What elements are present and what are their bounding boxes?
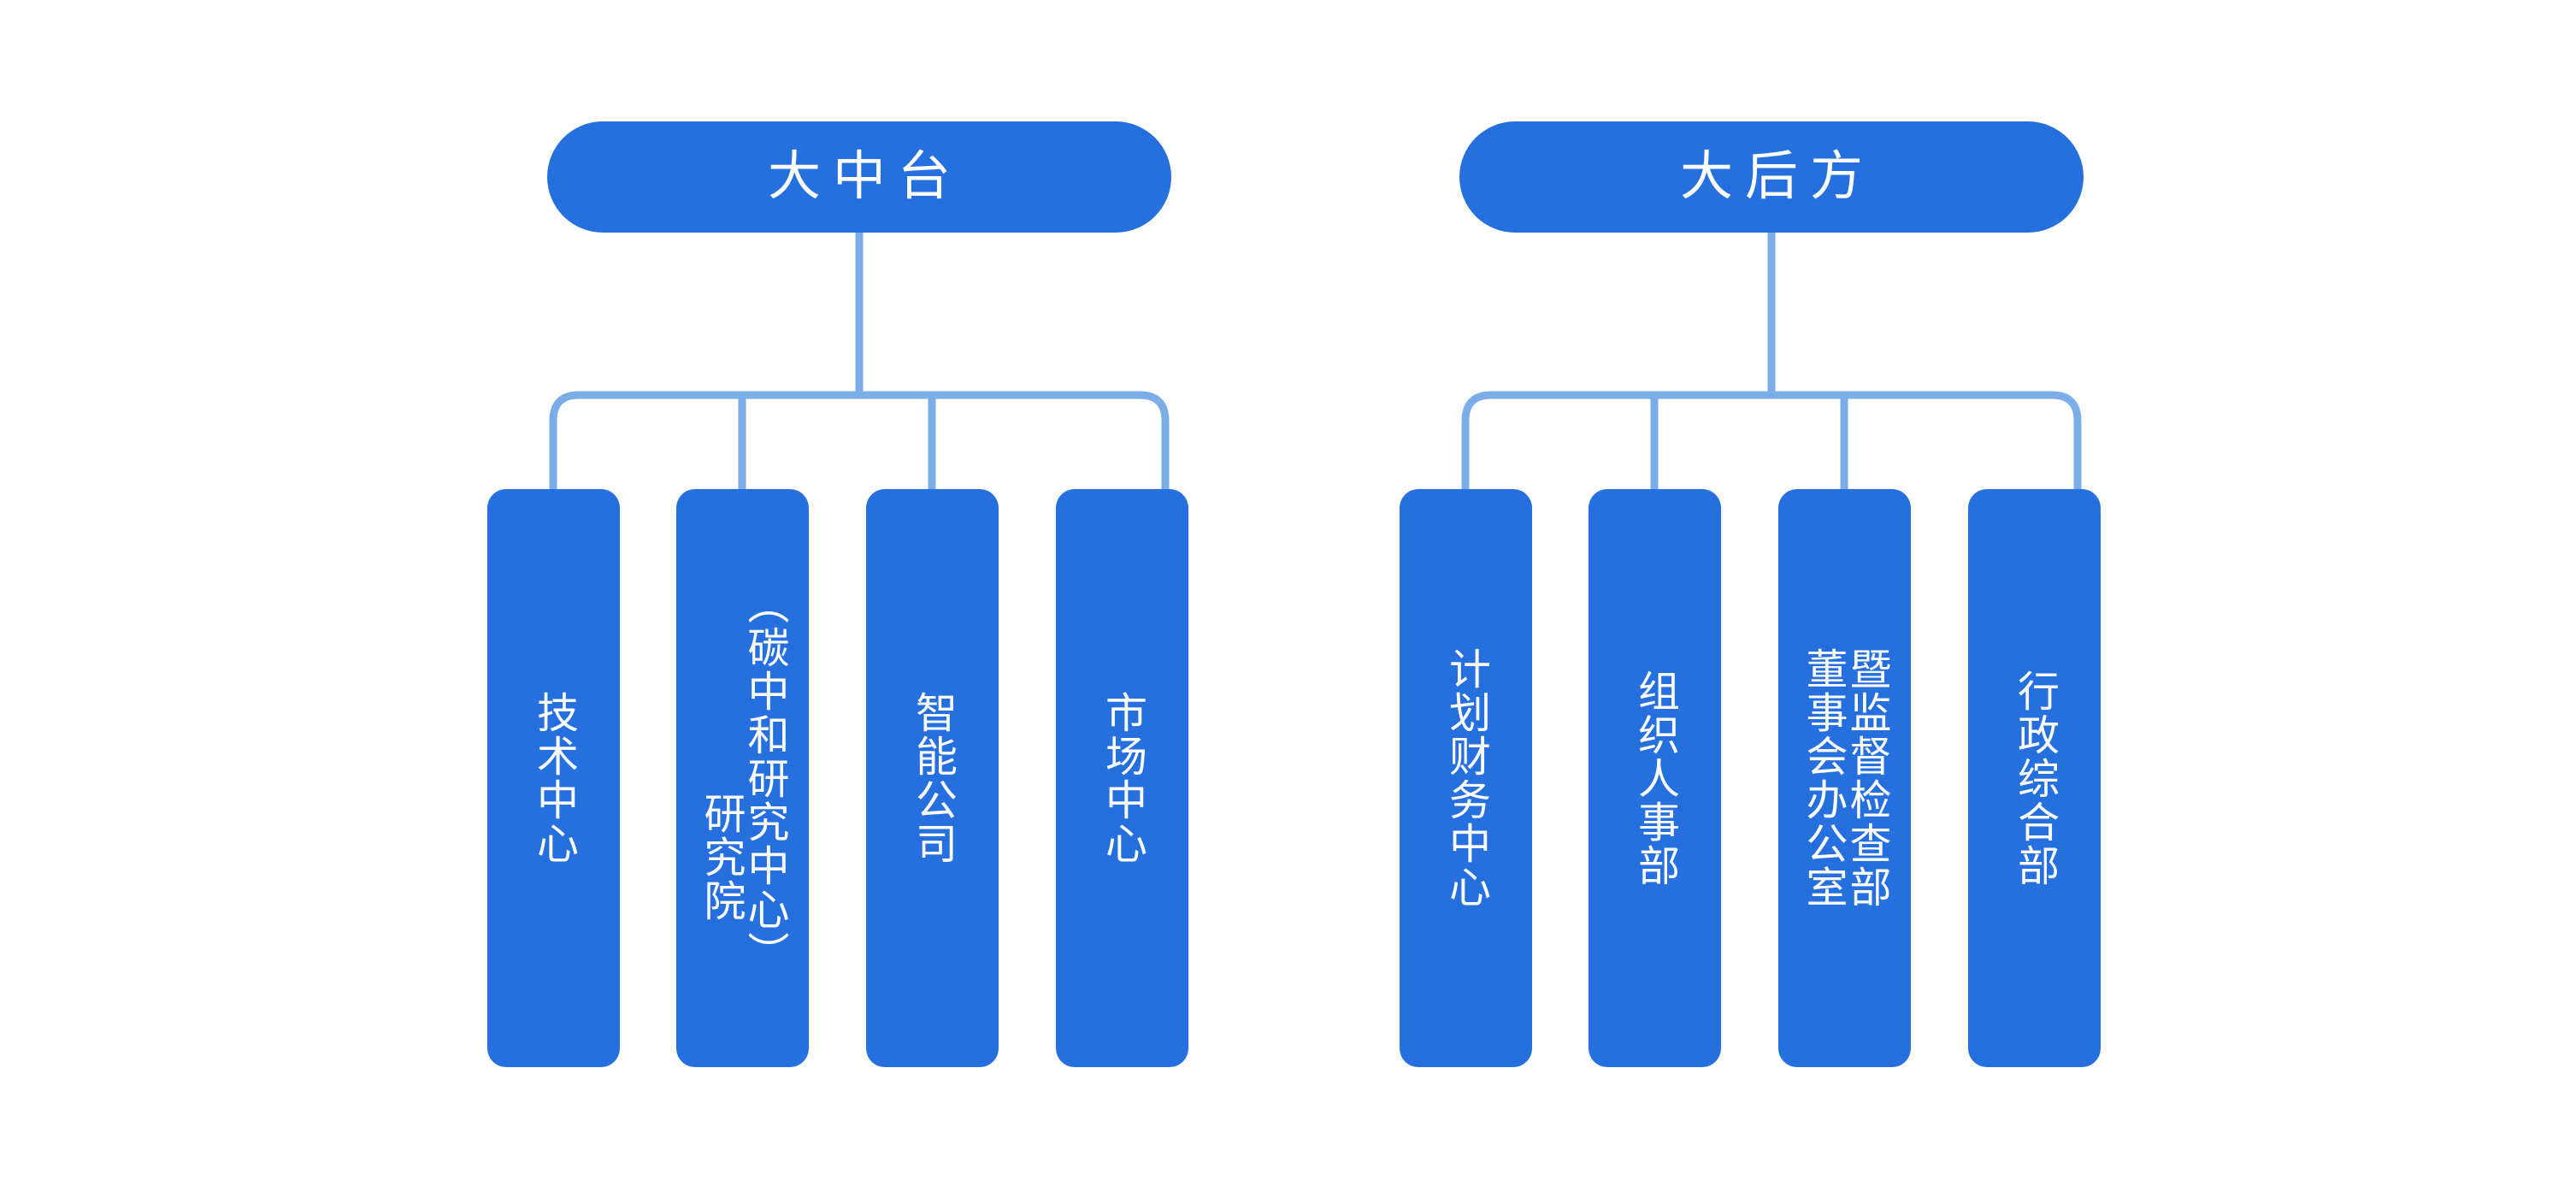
leaf-node-organization-hr-dept[interactable]: 组织人事部 [1589,489,1721,1067]
leaf-node-label: 计划财务中心 [1442,647,1489,909]
leaf-node-label-col-2: 董事会办公室 [1800,647,1847,909]
leaf-node-label-col-1: （碳中和研究中心） [741,581,788,975]
bus-group-1 [549,391,1170,489]
leaf-node-label-col-1: 暨监督检查部 [1843,647,1890,909]
root-node-label: 大中台 [767,147,963,206]
leaf-node-label: 技术中心 [530,691,577,865]
leaf-node-administration-general-dept[interactable]: 行政综合部 [1968,489,2101,1067]
leaf-node-label: 组织人事部 [1631,669,1678,888]
bus-group-2 [1461,391,2082,489]
root-node-label: 大后方 [1679,147,1875,206]
leaf-node-board-office-supervision-dept[interactable]: 暨监督检查部 董事会办公室 [1778,489,1911,1067]
leaf-node-tech-center[interactable]: 技术中心 [487,489,620,1067]
leaf-node-intelligent-company[interactable]: 智能公司 [866,489,999,1067]
leaf-node-label-col-2: 研究院 [698,791,745,923]
leaf-node-market-center[interactable]: 市场中心 [1056,489,1188,1067]
leaf-node-label: 行政综合部 [2011,669,2058,888]
leaf-node-research-institute[interactable]: （碳中和研究中心） 研究院 [676,489,809,1067]
root-node-rear-support[interactable]: 大后方 [1459,121,2084,233]
leaf-node-planning-finance-center[interactable]: 计划财务中心 [1400,489,1532,1067]
root-node-mid-platform[interactable]: 大中台 [547,121,1171,233]
leaf-node-label: 智能公司 [909,691,956,865]
leaf-node-label: 市场中心 [1099,691,1146,865]
